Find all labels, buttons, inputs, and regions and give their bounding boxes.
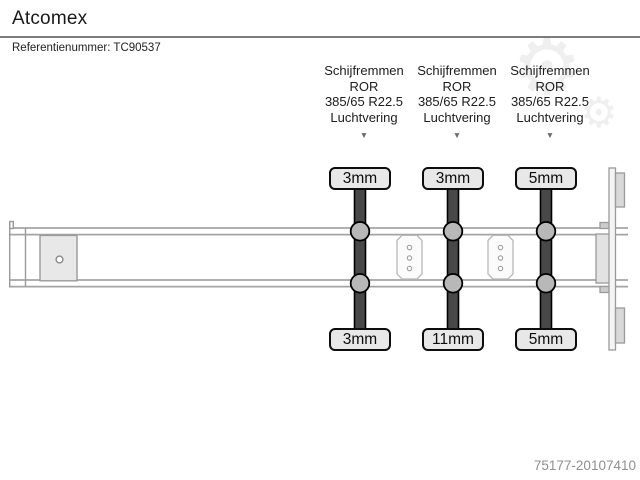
- suspension-label: Luchtvering: [516, 109, 584, 125]
- chassis-rear-end: [595, 167, 626, 351]
- axle-bars: [353, 187, 553, 331]
- suspension-label: Luchtvering: [423, 109, 491, 125]
- axle-2-spec-label: Schijfremmen ROR 385/65 R22.5 Luchtverin…: [409, 63, 505, 144]
- axle-1-spec-label: Schijfremmen ROR 385/65 R22.5 Luchtverin…: [316, 63, 412, 144]
- brake-measurement-axle3-top: 5mm: [515, 167, 577, 190]
- header-divider: [0, 36, 640, 38]
- axle-brand-label: ROR: [535, 78, 565, 94]
- brake-measurement-axle1-top: 3mm: [329, 167, 391, 190]
- axle-pointer-icon: ▼: [359, 130, 369, 140]
- listing-code: 75177-20107410: [533, 458, 636, 473]
- brake-type-label: Schijfremmen: [417, 63, 497, 78]
- rear-lamp-top: [614, 172, 626, 208]
- wheel-hub: [349, 221, 371, 242]
- wheel-hub: [535, 273, 557, 294]
- wheel-hub: [442, 221, 464, 242]
- chassis-rails: [9, 227, 628, 288]
- brake-measurement-axle2-bottom: 11mm: [422, 328, 484, 351]
- wheel-hub: [349, 273, 371, 294]
- crossmember-plates: [396, 234, 514, 280]
- kingpin: [55, 255, 64, 264]
- tyre-size-label: 385/65 R22.5: [324, 94, 404, 109]
- suspension-label: Luchtvering: [330, 109, 398, 125]
- chassis-front-end: [8, 220, 78, 288]
- reference-number: Referentienummer: TC90537: [12, 42, 161, 54]
- brake-type-label: Schijfremmen: [324, 63, 404, 78]
- axle-brand-label: ROR: [349, 78, 379, 94]
- bolt-holes: [406, 244, 504, 272]
- rear-lamp-bottom: [614, 307, 626, 344]
- tyre-size-label: 385/65 R22.5: [510, 94, 590, 109]
- axle-bar: [446, 187, 460, 331]
- gear-watermark-icon: ⚙: [512, 23, 582, 111]
- tyre-size-label: 385/65 R22.5: [417, 94, 497, 109]
- rear-crossbar: [608, 167, 617, 351]
- axle-bar: [353, 187, 367, 331]
- brake-measurement-axle2-top: 3mm: [422, 167, 484, 190]
- axle-pointer-icon: ▼: [452, 130, 462, 140]
- wheel-hubs: [349, 221, 557, 294]
- axle-pointer-icon: ▼: [545, 130, 555, 140]
- wheel-hub: [535, 221, 557, 242]
- axles: [349, 187, 557, 331]
- axle-bar: [539, 187, 553, 331]
- brake-type-label: Schijfremmen: [510, 63, 590, 78]
- page-title: Atcomex: [12, 8, 88, 29]
- brake-measurement-axle3-bottom: 5mm: [515, 328, 577, 351]
- brake-measurement-axle1-bottom: 3mm: [329, 328, 391, 351]
- axle-brand-label: ROR: [442, 78, 472, 94]
- axle-3-spec-label: Schijfremmen ROR 385/65 R22.5 Luchtverin…: [502, 63, 598, 144]
- wheel-hub: [442, 273, 464, 294]
- gear-watermark-icon: ⚙: [580, 89, 618, 136]
